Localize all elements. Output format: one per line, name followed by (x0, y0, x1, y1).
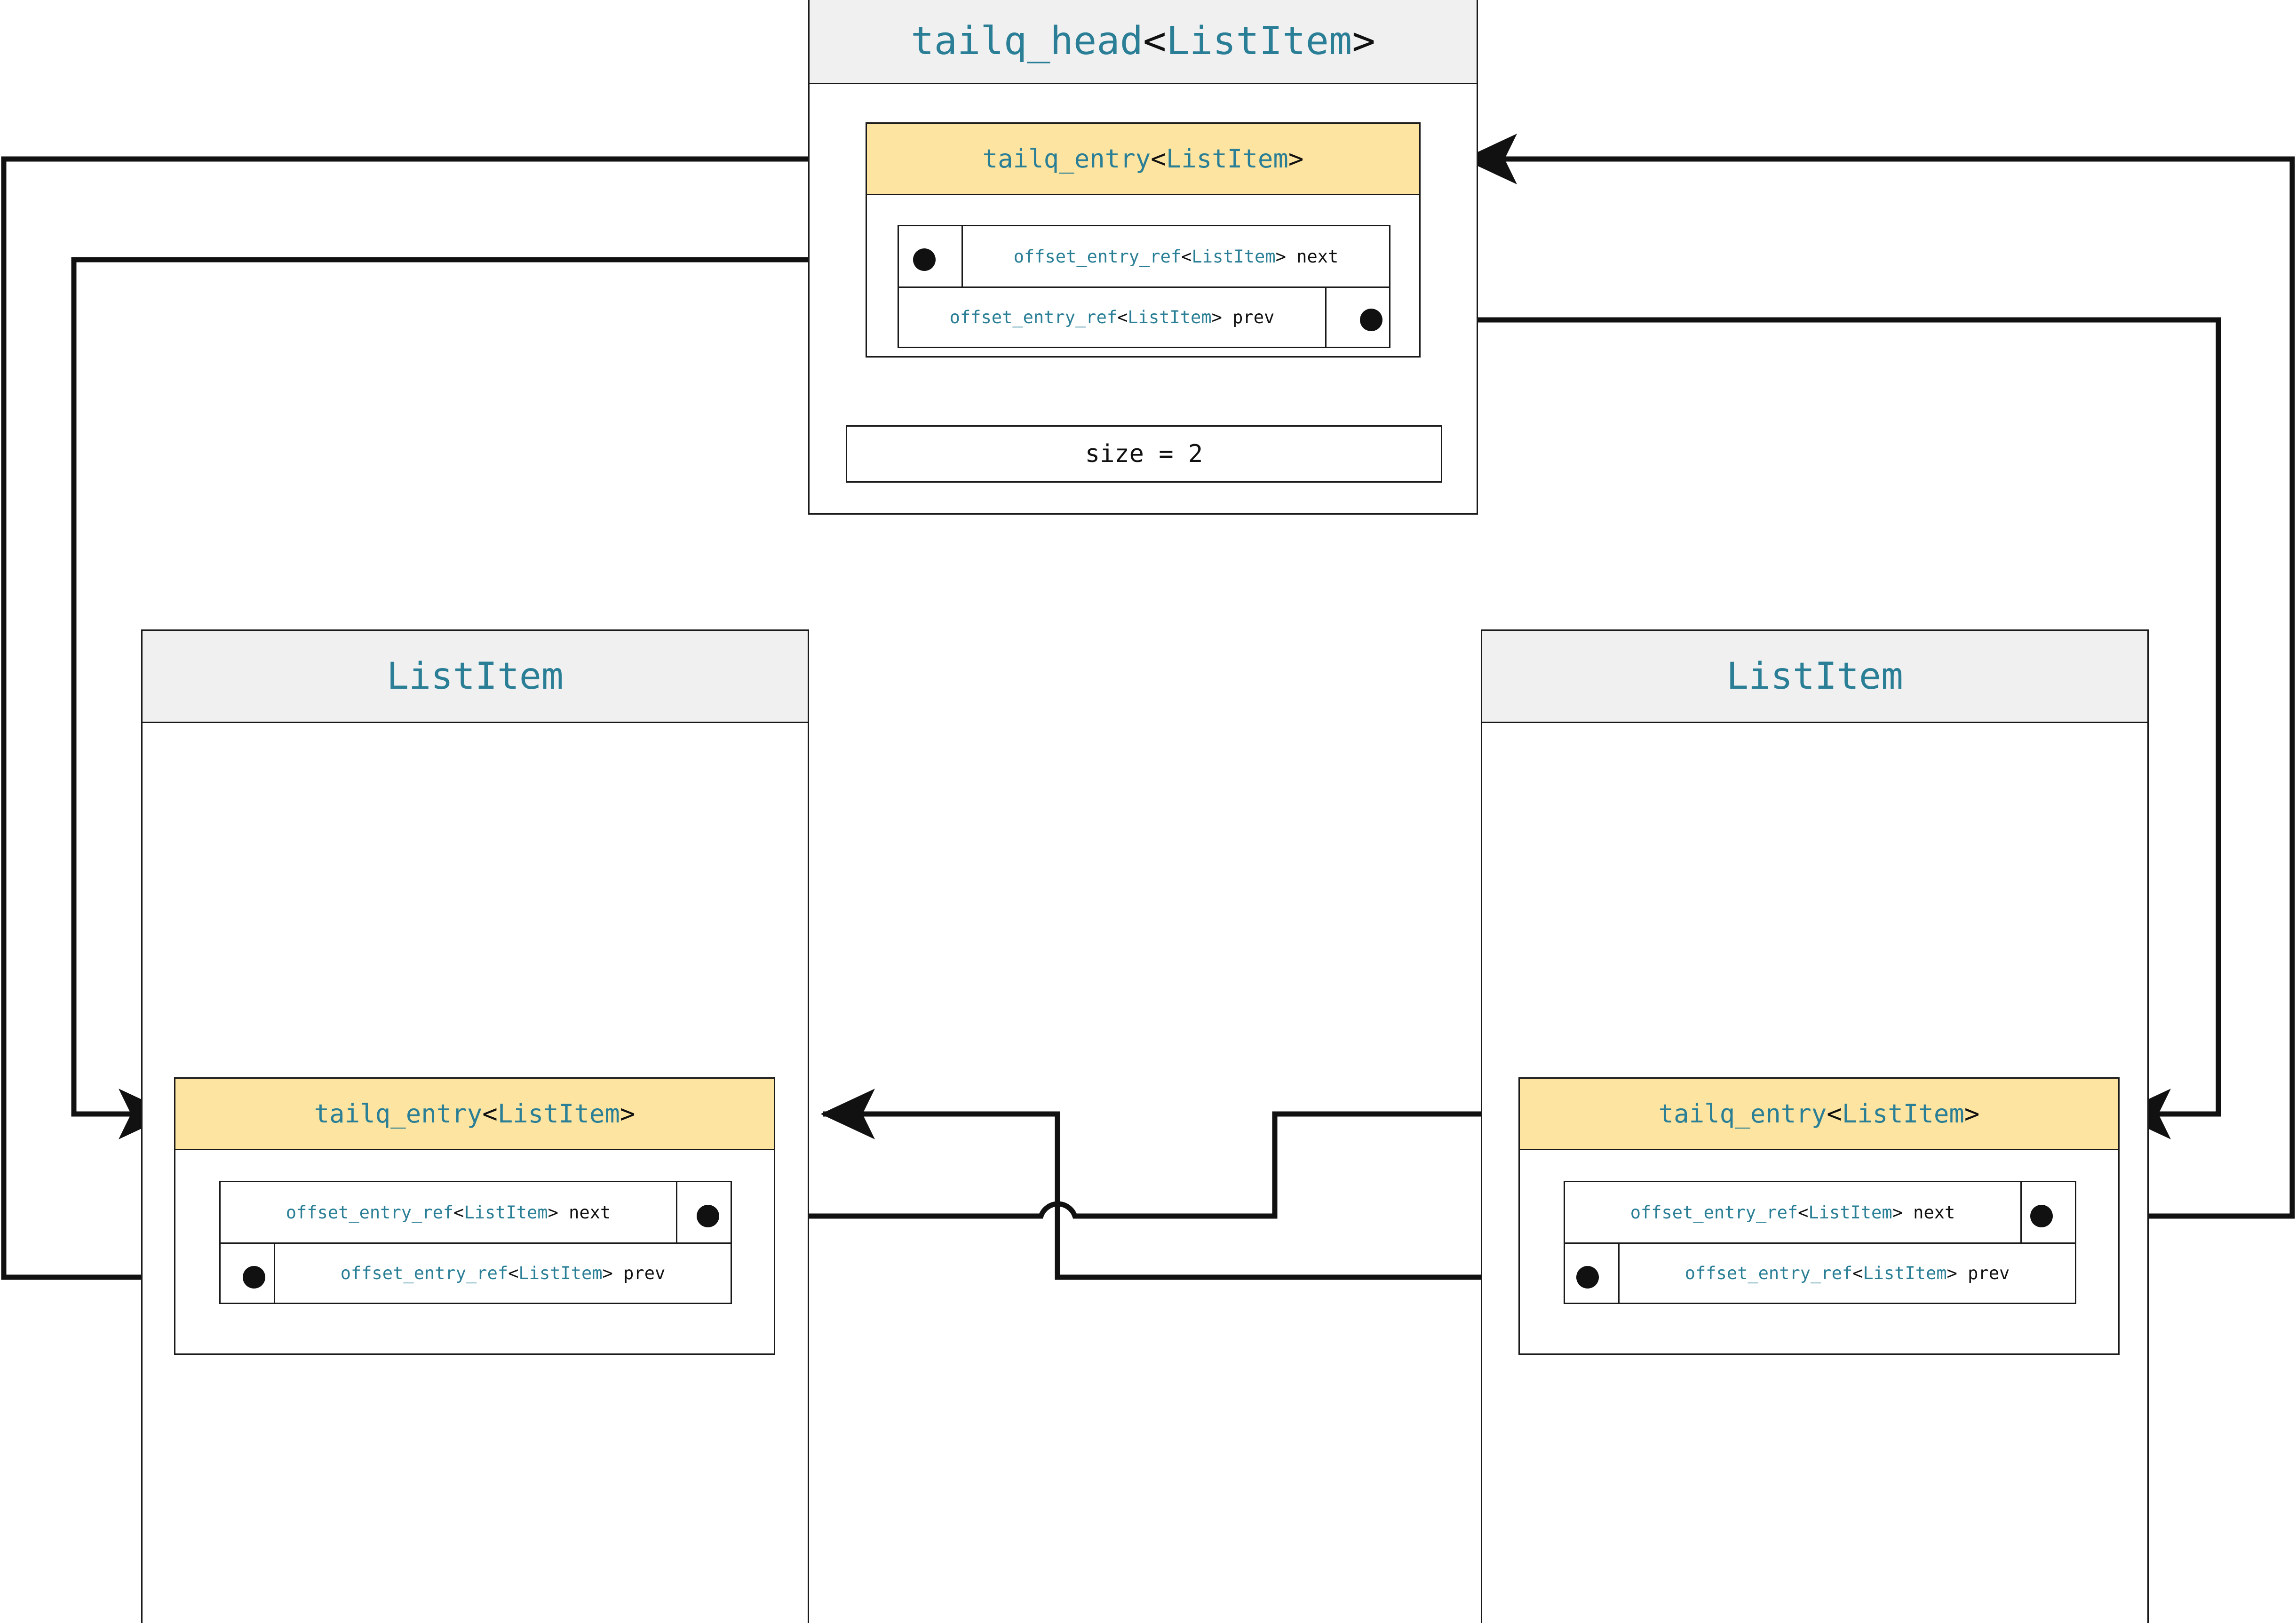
listitem-0-title-text: ListItem (387, 655, 564, 698)
item1-field-prev-row: offset_entry_ref<ListItem> prev (1565, 1242, 2075, 1303)
item1-prev-dot-icon (1576, 1266, 1599, 1289)
head-next-pointer-cell (899, 226, 963, 286)
item1-next-dot-icon (2030, 1205, 2053, 1227)
head-field-prev-label: offset_entry_ref<ListItem> prev (949, 307, 1275, 327)
listitem-1-title: ListItem (1482, 631, 2147, 723)
item0-field-next-label: offset_entry_ref<ListItem> next (286, 1202, 611, 1223)
item1-field-prev-label: offset_entry_ref<ListItem> prev (1684, 1263, 2010, 1283)
item0-field-next-row: offset_entry_ref<ListItem> next (221, 1182, 731, 1242)
listitem-1-title-text: ListItem (1726, 655, 1903, 698)
head-prev-pointer-cell (1325, 288, 1389, 347)
head-tailq-entry-title: tailq_entry<ListItem> (867, 124, 1419, 195)
item0-next-dot-icon (697, 1205, 719, 1227)
item1-field-next-label: offset_entry_ref<ListItem> next (1630, 1202, 1955, 1223)
item0-prev-pointer-cell (221, 1244, 275, 1303)
item0-next-pointer-cell (676, 1182, 731, 1242)
item1-prev-pointer-cell (1565, 1244, 1620, 1303)
head-entry-fields: offset_entry_ref<ListItem> next offset_e… (898, 225, 1390, 348)
head-field-next-label: offset_entry_ref<ListItem> next (1013, 246, 1339, 267)
head-tailq-entry-title-text: tailq_entry<ListItem> (982, 144, 1304, 174)
head-next-dot-icon (913, 248, 936, 271)
item0-tailq-entry-title: tailq_entry<ListItem> (175, 1079, 774, 1150)
item0-entry-fields: offset_entry_ref<ListItem> next offset_e… (219, 1181, 732, 1304)
item0-field-prev-label: offset_entry_ref<ListItem> prev (340, 1263, 666, 1283)
head-field-prev-row: offset_entry_ref<ListItem> prev (899, 286, 1389, 347)
head-prev-dot-icon (1360, 309, 1382, 331)
item0-prev-dot-icon (243, 1266, 265, 1289)
item1-next-pointer-cell (2020, 1182, 2075, 1242)
item0-field-prev-row: offset_entry_ref<ListItem> prev (221, 1242, 731, 1303)
head-size-box: size = 2 (846, 425, 1442, 483)
tailq-head-title: tailq_head<ListItem> (810, 0, 1477, 84)
item1-entry-fields: offset_entry_ref<ListItem> next offset_e… (1564, 1181, 2076, 1304)
tailq-head-title-text: tailq_head<ListItem> (911, 19, 1375, 64)
listitem-0-title: ListItem (143, 631, 808, 723)
item1-tailq-entry-title-text: tailq_entry<ListItem> (1658, 1099, 1980, 1129)
item1-field-next-row: offset_entry_ref<ListItem> next (1565, 1182, 2075, 1242)
item1-tailq-entry-title: tailq_entry<ListItem> (1520, 1079, 2118, 1150)
head-field-next-row: offset_entry_ref<ListItem> next (899, 226, 1389, 286)
item0-tailq-entry-title-text: tailq_entry<ListItem> (314, 1099, 636, 1129)
link-item1-prev-to-item0 (820, 1089, 1588, 1280)
